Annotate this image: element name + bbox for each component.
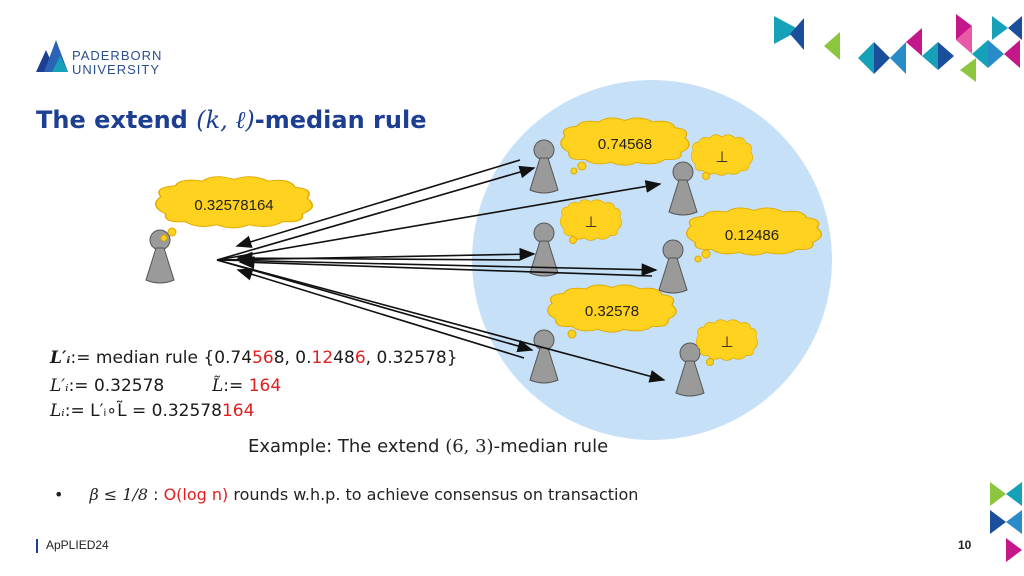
formula-highlight: 164 <box>248 376 282 396</box>
formula-highlight: 6 <box>354 348 366 368</box>
formula-line-3: Lᵢ:= L′ᵢ∘L̃ = 0.32578164 <box>50 401 254 421</box>
decorative-triangles <box>774 14 1022 82</box>
peer-value-text: ⊥ <box>715 149 729 166</box>
formula-text: := <box>223 376 249 396</box>
title-math: (k, ℓ) <box>196 106 255 134</box>
bullet-highlight: O(log n) <box>163 485 229 504</box>
formula-lhs: Lᵢ <box>50 401 65 421</box>
logo-emblem-icon <box>36 40 68 72</box>
formula-text: := L′ᵢ∘L̃ = 0.32578 <box>64 401 222 421</box>
formula-text: , 0.32578} <box>365 348 458 368</box>
peer-bubble <box>560 117 690 175</box>
caption-suffix: -median rule <box>493 436 609 457</box>
local-value-bubble <box>154 175 314 242</box>
caption-text: Example: The extend <box>248 436 446 457</box>
caption-math: (6, 3) <box>445 436 494 457</box>
bullet-sep: : <box>148 485 164 504</box>
formula-text: 0.74 <box>214 348 253 368</box>
bullet-marker: • <box>54 485 64 504</box>
footer-label: ApPLIED24 <box>46 538 109 552</box>
peer-value-text: 0.32578 <box>584 303 640 320</box>
formula-lhs: L′ᵢ <box>50 376 69 396</box>
formula-lhs: L̃ <box>212 376 224 396</box>
peer-value-text: 0.12486 <box>724 227 780 244</box>
peer-bubble <box>685 207 823 263</box>
peer-value-text: 0.74568 <box>597 136 653 153</box>
formula-lhs: L′ᵢ <box>50 348 71 368</box>
response-arrows <box>235 159 653 359</box>
title-prefix: The extend <box>36 106 197 134</box>
slide-title: The extend (k, ℓ)-median rule <box>36 106 426 135</box>
peer-bubble <box>695 319 759 366</box>
formula-line-2b: L̃:= 164 <box>212 376 281 396</box>
formula-text: 8, 0. <box>273 348 312 368</box>
formula-highlight: 12 <box>311 348 334 368</box>
peer-value-text: ⊥ <box>584 214 598 231</box>
footer-accent-bar <box>36 539 38 553</box>
title-suffix: -median rule <box>254 106 427 134</box>
diagram-caption: Example: The extend (6, 3)-median rule <box>248 436 608 457</box>
logo-line1: PADERBORN <box>72 48 163 63</box>
peer-bubble <box>547 284 677 339</box>
local-value-text: 0.32578164 <box>194 197 274 214</box>
formula-highlight: 56 <box>252 348 274 368</box>
formula-highlight: 164 <box>221 401 255 421</box>
formula-text: 48 <box>333 348 355 368</box>
peer-bubble <box>559 199 623 244</box>
page-number: 10 <box>958 538 972 552</box>
formula-line-2: L′ᵢ:= 0.32578 <box>50 376 164 396</box>
formula-text: := median rule { <box>70 348 215 368</box>
peer-value-text: ⊥ <box>720 334 734 351</box>
formula-line-1: L′ᵢ:= median rule {0.74568, 0.12486, 0.3… <box>50 348 458 368</box>
logo-line2: UNIVERSITY <box>72 62 161 77</box>
bullet-point: • β ≤ 1/8 : O(log n) rounds w.h.p. to ach… <box>54 485 638 504</box>
bullet-text: rounds w.h.p. to achieve consensus on tr… <box>228 485 639 504</box>
university-logo: PADERBORN UNIVERSITY <box>34 36 174 76</box>
formula-text: := 0.32578 <box>68 376 165 396</box>
peer-bubble <box>690 134 754 180</box>
decorative-triangles-side <box>990 482 1022 562</box>
bullet-math: β ≤ 1/8 <box>89 485 149 504</box>
local-node-icon <box>145 229 175 284</box>
